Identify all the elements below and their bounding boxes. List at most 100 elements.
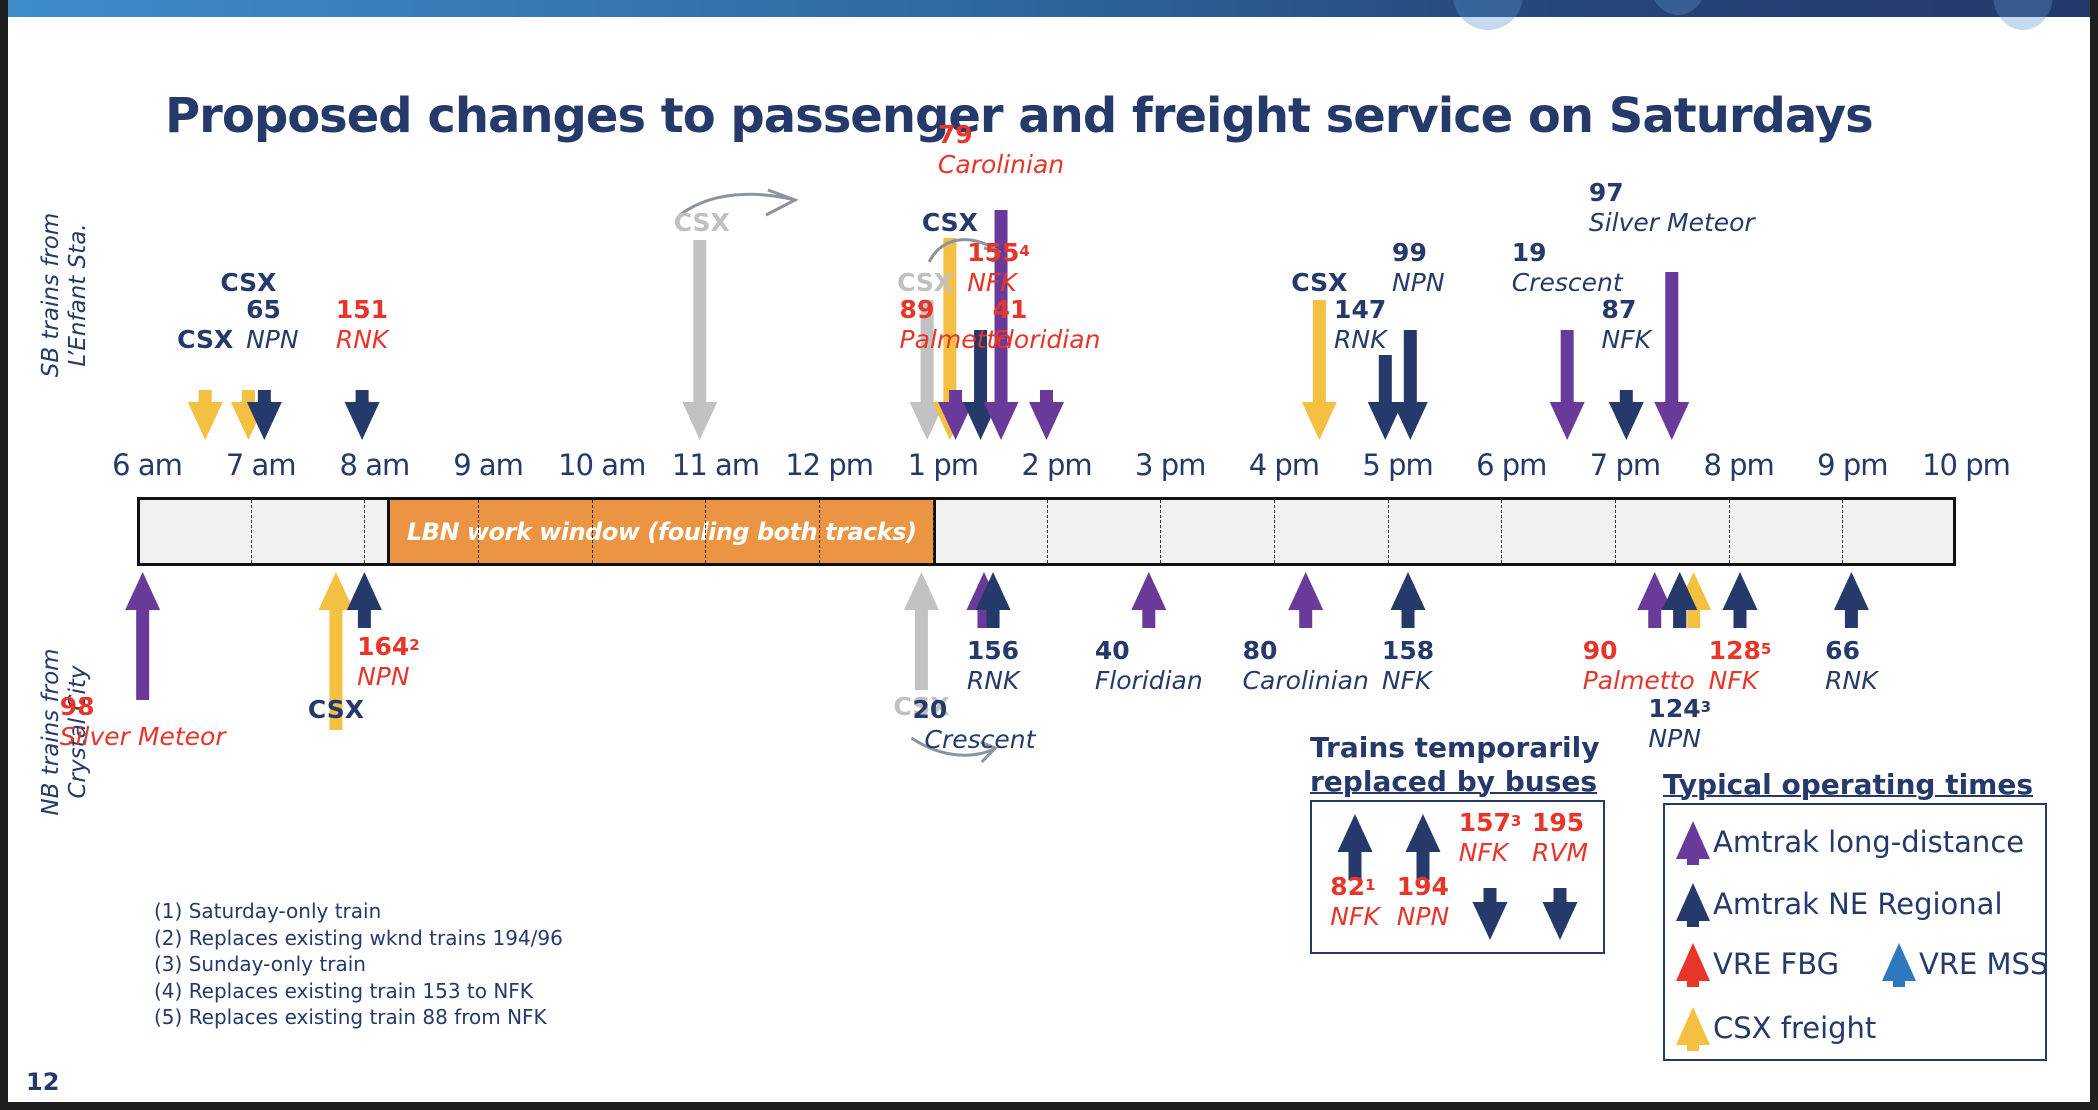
train-name: NFK <box>967 268 1017 297</box>
train-number-text: 80 <box>1242 636 1278 665</box>
train-number-text: 20 <box>912 695 948 724</box>
train-number-text: 19 <box>1511 238 1547 267</box>
bus-box <box>1310 800 1605 954</box>
train-name: Carolinian <box>937 150 1065 179</box>
csx-moved-curve-head <box>983 246 1002 263</box>
train-number: CSX <box>220 268 276 298</box>
csx-moved-curve-arrow <box>910 736 997 757</box>
train-name: Palmetto <box>899 325 1012 354</box>
footnote: (5) Replaces existing train 88 from NFK <box>154 1005 547 1029</box>
csx-moved-curve-head <box>765 188 799 217</box>
train-name: Silver Meteor <box>59 722 226 751</box>
train-name: NFK <box>1458 838 1509 867</box>
legend-label: Amtrak long-distance <box>1713 825 2025 859</box>
train-name: NPN <box>246 325 299 354</box>
train-number: 151 <box>336 295 388 325</box>
hour-tick-label: 1 pm <box>907 448 979 482</box>
train-label: CSX <box>1291 268 1347 298</box>
train-name: NPN <box>357 662 410 691</box>
train-name: NFK <box>1601 325 1652 354</box>
footnote-ref: 3 <box>1700 698 1712 716</box>
train-number-text: CSX <box>307 695 364 724</box>
train-name: Floridian <box>1094 666 1203 695</box>
page-number: 12 <box>26 1068 60 1096</box>
hour-tick-label: 5 pm <box>1362 448 1433 482</box>
train-number-text: CSX <box>921 208 978 237</box>
legend-ne_regional-arrow-up-icon <box>1676 883 1710 927</box>
hour-gridline <box>364 500 366 563</box>
train-arrows <box>125 188 1916 1051</box>
hour-gridline <box>250 500 252 563</box>
train-number-text: 87 <box>1601 295 1637 324</box>
train-name: NPN <box>1648 724 1701 753</box>
train-arrow-down-sb-97 <box>1654 272 1690 440</box>
train-number: 20 <box>913 695 1036 725</box>
hour-gridline <box>1387 500 1389 563</box>
train-name: Floridian <box>992 325 1101 354</box>
carolinian-connector <box>999 210 1003 330</box>
hour-gridline <box>591 500 593 563</box>
train-number: CSX <box>922 208 978 238</box>
hour-tick-label: 3 pm <box>1135 448 1206 482</box>
train-name: RVM <box>1531 838 1589 867</box>
train-name: Palmetto <box>1582 666 1695 695</box>
hour-gridline <box>705 500 707 563</box>
train-name: NFK <box>1708 666 1759 695</box>
train-number: 158 <box>1382 636 1434 666</box>
legend-box <box>1663 803 2047 1061</box>
bus-arrow-up-bus-82 <box>1337 814 1373 880</box>
train-number-text: 66 <box>1825 636 1860 665</box>
hour-tick-label: 6 pm <box>1476 448 1547 482</box>
train-number-text: 40 <box>1094 636 1130 665</box>
train-number-text: 82 <box>1330 872 1366 901</box>
train-number: 41 <box>993 295 1101 325</box>
train-label: CSX <box>674 208 730 238</box>
train-number: 87 <box>1602 295 1651 325</box>
train-arrow-down-sb-csx-c <box>932 238 968 440</box>
train-arrow-down-sb-87 <box>1608 390 1644 440</box>
hour-tick-label: 7 am <box>225 448 297 482</box>
train-number: CSX <box>893 692 949 722</box>
footnote: (4) Replaces existing train 153 to NFK <box>154 978 533 1003</box>
train-arrow-up-nb-csx-b <box>1676 572 1712 628</box>
hour-tick-label: 2 pm <box>1021 448 1092 482</box>
footnotes: (1) Saturday-only train (2) Replaces exi… <box>154 898 563 1031</box>
train-number: 821 <box>1330 872 1379 902</box>
train-arrow-down-sb-65 <box>246 390 282 440</box>
train-number: 66 <box>1825 636 1877 666</box>
train-number-text: 164 <box>357 632 410 661</box>
train-arrow-down-sb-41 <box>1029 390 1064 440</box>
train-number: 98 <box>60 692 226 722</box>
csx-connector <box>946 238 954 330</box>
train-label: CSX <box>220 268 276 298</box>
csx-moved-curve-arrow <box>927 238 1000 263</box>
train-arrow-down-sb-csx-a <box>187 390 223 440</box>
hour-tick-label: 8 pm <box>1703 448 1774 482</box>
train-arrow-up-nb-66 <box>1833 572 1869 628</box>
train-name: NFK <box>1381 666 1432 695</box>
train-number-text: 158 <box>1381 636 1435 665</box>
train-name: RNK <box>1334 325 1387 354</box>
train-number: 1573 <box>1459 808 1522 838</box>
train-number: 195 <box>1532 808 1588 838</box>
legend-label: VRE FBG <box>1713 947 1840 981</box>
train-arrow-down-sb-147 <box>1367 355 1403 440</box>
train-number-text: 90 <box>1582 636 1618 665</box>
train-name: Silver Meteor <box>1588 208 1755 237</box>
bus-box-title: Trains temporarily replaced by buses <box>1310 731 1599 799</box>
train-arrow-down-sb-151 <box>344 390 380 440</box>
hour-gridline <box>932 500 934 563</box>
train-name: Carolinian <box>1242 666 1369 695</box>
hour-tick-label: 8 am <box>339 448 411 482</box>
train-number-text: 195 <box>1531 808 1585 837</box>
